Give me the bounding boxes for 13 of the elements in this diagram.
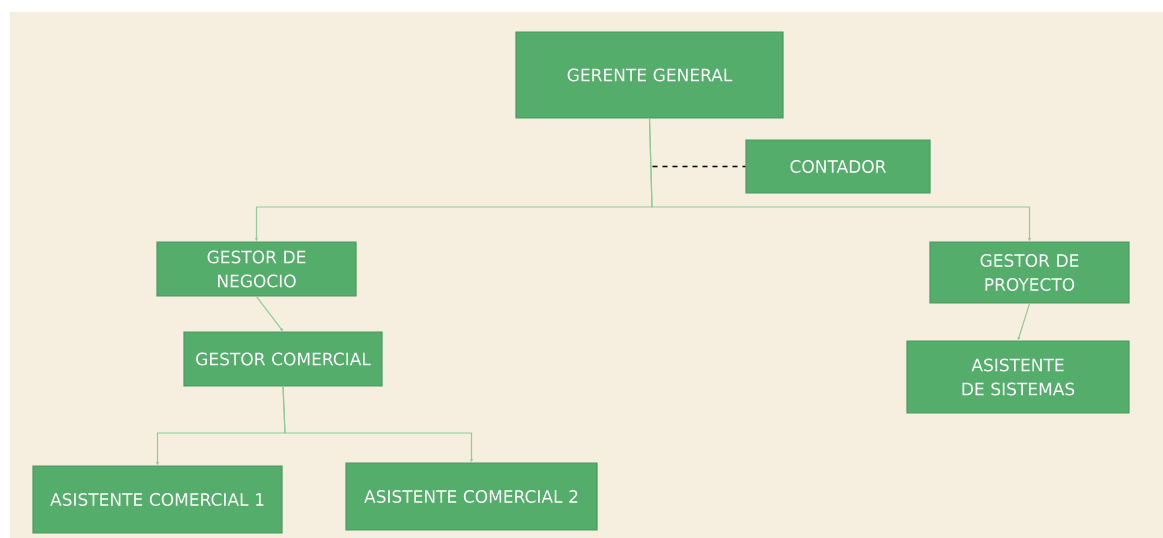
connector-line [255,296,283,332]
connector-line [282,386,473,462]
position-box: GERENTE GENERAL [515,31,784,119]
connector-line [1017,303,1031,340]
connector-line [648,118,1031,241]
position-box: GESTOR DE NEGOCIO [156,241,357,297]
position-box: GESTOR DE PROYECTO [929,241,1130,304]
position-box: GESTOR COMERCIAL [183,331,383,387]
position-box: CONTADOR [745,139,931,194]
position-box: ASISTENTE COMERCIAL 2 [345,462,598,531]
position-box: ASISTENTE DE SISTEMAS [906,340,1130,414]
position-box: ASISTENTE COMERCIAL 1 [32,465,283,534]
connector-line [651,165,747,168]
